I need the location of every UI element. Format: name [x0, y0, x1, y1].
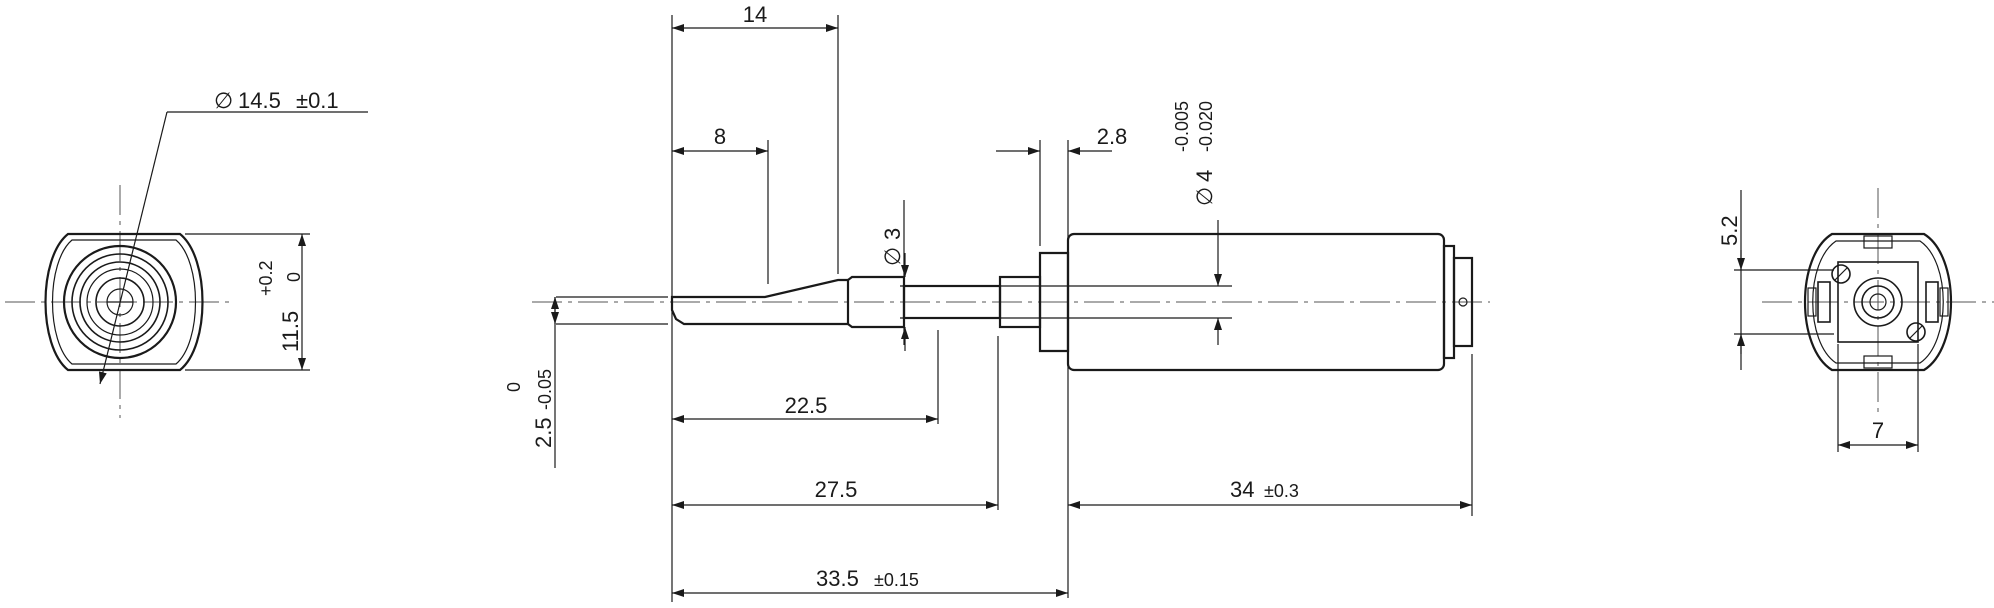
left-diameter-leader: [98, 111, 168, 385]
left-view-flange-circle: [62, 244, 178, 360]
shaft-tip-flat: [670, 278, 850, 326]
right-view-boss-outer: [1853, 277, 1903, 327]
right-dim-text-7: 7: [1872, 418, 1884, 443]
dim-tol-2-5-upper: 0: [504, 382, 524, 392]
right-view-contact-left: [1817, 281, 1831, 323]
right-view-slot-right: [1939, 287, 1949, 317]
dim-text-27-5: 27.5: [815, 477, 858, 502]
dim-text-dia3: 3: [880, 228, 905, 240]
left-diameter-value: 14.5: [238, 88, 281, 113]
right-end-view: 5.2 7: [1717, 188, 1994, 452]
right-view-outer-body: [1803, 232, 1953, 372]
dim-text-22-5: 22.5: [785, 393, 828, 418]
dim-tol-dia4-lower: -0.020: [1196, 101, 1216, 152]
dim-symbol-dia3: ∅: [880, 247, 905, 266]
dim-tol-34: ±0.3: [1264, 481, 1299, 501]
left-height-tol-lower: 0: [284, 272, 304, 282]
left-end-view: ∅ 14.5 ±0.1 11.5 +0.2 0: [5, 88, 368, 418]
right-view-boss-mid: [1861, 285, 1895, 319]
right-view-bore: [1869, 293, 1887, 311]
left-view-shaft-boss: [95, 277, 145, 327]
left-view-bearing-ring: [79, 261, 161, 343]
left-diameter-symbol: ∅: [214, 88, 233, 113]
dim-text-2-8: 2.8: [1097, 124, 1128, 149]
screw-slot-bottom-right: [1909, 325, 1923, 339]
dim-text-33-5: 33.5: [816, 566, 859, 591]
terminal-hole: [1458, 297, 1468, 307]
motor-terminal-block: [1452, 256, 1474, 348]
dim-tol-2-5-lower: -0.05: [535, 369, 555, 410]
dim-text-8: 8: [714, 124, 726, 149]
left-view-outer-body: [44, 232, 204, 372]
left-height-value: 11.5: [278, 311, 303, 352]
right-view-screw-bottom-right: [1906, 322, 1926, 342]
screw-slot-top-left: [1834, 267, 1848, 281]
dim-symbol-dia4: ∅: [1192, 187, 1217, 206]
dim-text-14: 14: [743, 2, 767, 27]
left-view-bearing-inner: [86, 268, 154, 336]
right-view-slot-left: [1807, 287, 1817, 317]
right-view-top-tab: [1863, 235, 1893, 249]
left-view-bearing-outer: [71, 253, 169, 351]
left-view-inner-body: [52, 239, 196, 365]
right-view-contact-right: [1925, 281, 1939, 323]
right-view-terminal-plate: [1837, 261, 1919, 343]
dim-tol-33-5: ±0.15: [874, 570, 919, 590]
side-view: 14 8 2.8 ∅ 3 ∅ 4 -0.005 -0.020 2.5 0 -0.…: [504, 2, 1490, 602]
right-view-bottom-tab: [1863, 355, 1893, 369]
right-dim-text-5-2: 5.2: [1717, 215, 1742, 246]
left-diameter-tolerance: ±0.1: [296, 88, 339, 113]
dim-text-dia4: 4: [1192, 170, 1217, 182]
left-height-tol-upper: +0.2: [256, 260, 276, 296]
dim-tol-dia4-upper: -0.005: [1172, 101, 1192, 152]
right-view-inner-body: [1812, 240, 1944, 364]
right-view-screw-top-left: [1831, 264, 1851, 284]
dim-text-34: 34: [1230, 477, 1254, 502]
dim-text-2-5: 2.5: [531, 417, 556, 448]
